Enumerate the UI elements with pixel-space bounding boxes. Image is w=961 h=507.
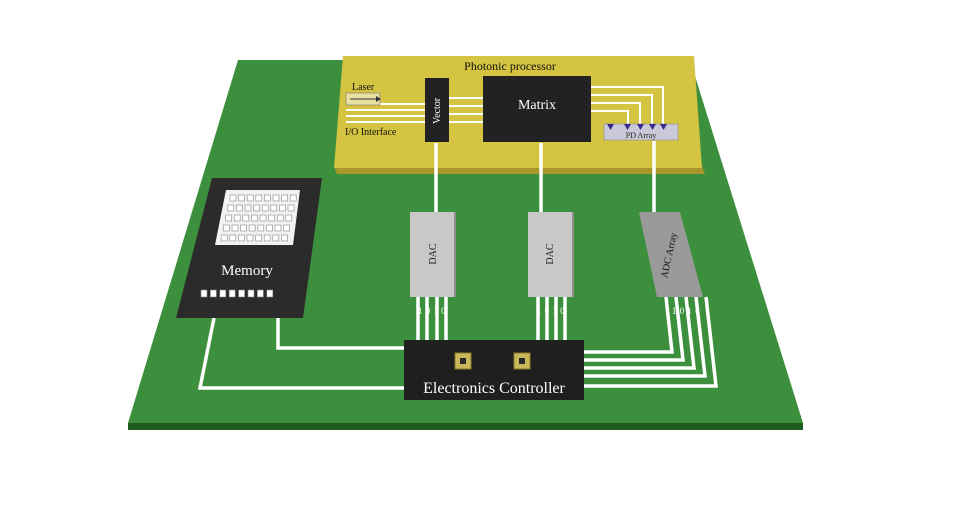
memory-cell [246,234,254,242]
photodiode-icon [649,124,656,130]
vector-label: Vector [432,97,443,124]
controller-chip-left-core [460,358,466,364]
photodiode-icon [637,124,644,130]
memory-pin [266,289,274,298]
memory-cell [264,194,271,202]
memory-cell [285,214,293,222]
memory-cell [238,194,245,202]
photodiode-icon [624,124,631,130]
memory-cell [276,214,284,222]
memory-cell [238,234,245,242]
memory-pins [200,289,274,298]
laser-arrow-head [376,96,381,102]
memory-cell [272,194,280,202]
photodiode-icon [607,124,614,130]
memory-cell [281,194,288,202]
memory-cell [233,214,241,222]
memory-pin [238,289,245,298]
memory-cell [231,224,239,232]
photodiode-icons [607,124,667,130]
memory-cell [229,194,237,202]
adc-array [639,212,703,297]
dac-left [410,212,454,297]
memory-label: Memory [221,263,273,279]
dac-left-label: DAC [428,243,439,264]
memory-cell [266,224,273,232]
memory-pin [257,289,264,298]
memory-cell [240,224,247,232]
dac-right-label: DAC [545,243,556,264]
io-interface-label: I/O Interface [345,127,397,138]
memory-cell [251,214,258,222]
memory-cell [246,194,254,202]
memory-cell [259,214,267,222]
memory-cell [257,224,265,232]
memory-pin [210,289,217,298]
memory-pin-strip [198,286,278,302]
dac-right-bits: 1 0 1 0 [537,306,565,316]
memory-pin [247,289,255,298]
matrix-label: Matrix [518,98,556,113]
memory-pin [200,289,208,298]
memory-cell [227,204,235,212]
memory-cell [225,214,232,222]
memory-pin [219,289,227,298]
memory-cell [242,214,250,222]
memory-cell [223,224,230,232]
memory-cell [255,194,263,202]
memory-cell [268,214,275,222]
board-traces [197,141,718,390]
photodiode-icon [660,124,667,130]
vector-chip [425,78,449,142]
memory-cell [279,204,286,212]
memory-cell [263,234,271,242]
memory-cell [274,224,282,232]
memory-cell [229,234,237,242]
memory-cell [287,204,295,212]
adc-array-bits: 1 0 1 0 [672,306,700,316]
matrix-chip [483,76,591,142]
controller-chip-right-core [519,358,525,364]
memory-cell [281,234,288,242]
photonic-processor-title: Photonic processor [464,59,556,73]
memory-cell [255,234,262,242]
memory-cell [270,204,278,212]
electronics-controller-label: Electronics Controller [423,380,565,397]
pd-array-label: PD Array [626,131,656,140]
electronics-controller [404,340,584,400]
memory-cell [253,204,260,212]
memory-cell [248,224,256,232]
circuit-board-edge [128,423,803,430]
memory-cell [272,234,280,242]
memory-cell [244,204,252,212]
memory-cell [283,224,290,232]
memory-cells [220,194,297,242]
memory-cell [261,204,269,212]
memory-cell [289,194,297,202]
memory-cell [236,204,243,212]
dac-left-bits: 1 0 1 0 [418,306,446,316]
dac-right [528,212,572,297]
memory-pin [228,289,236,298]
laser-label: Laser [352,82,375,93]
memory-cell [220,234,228,242]
